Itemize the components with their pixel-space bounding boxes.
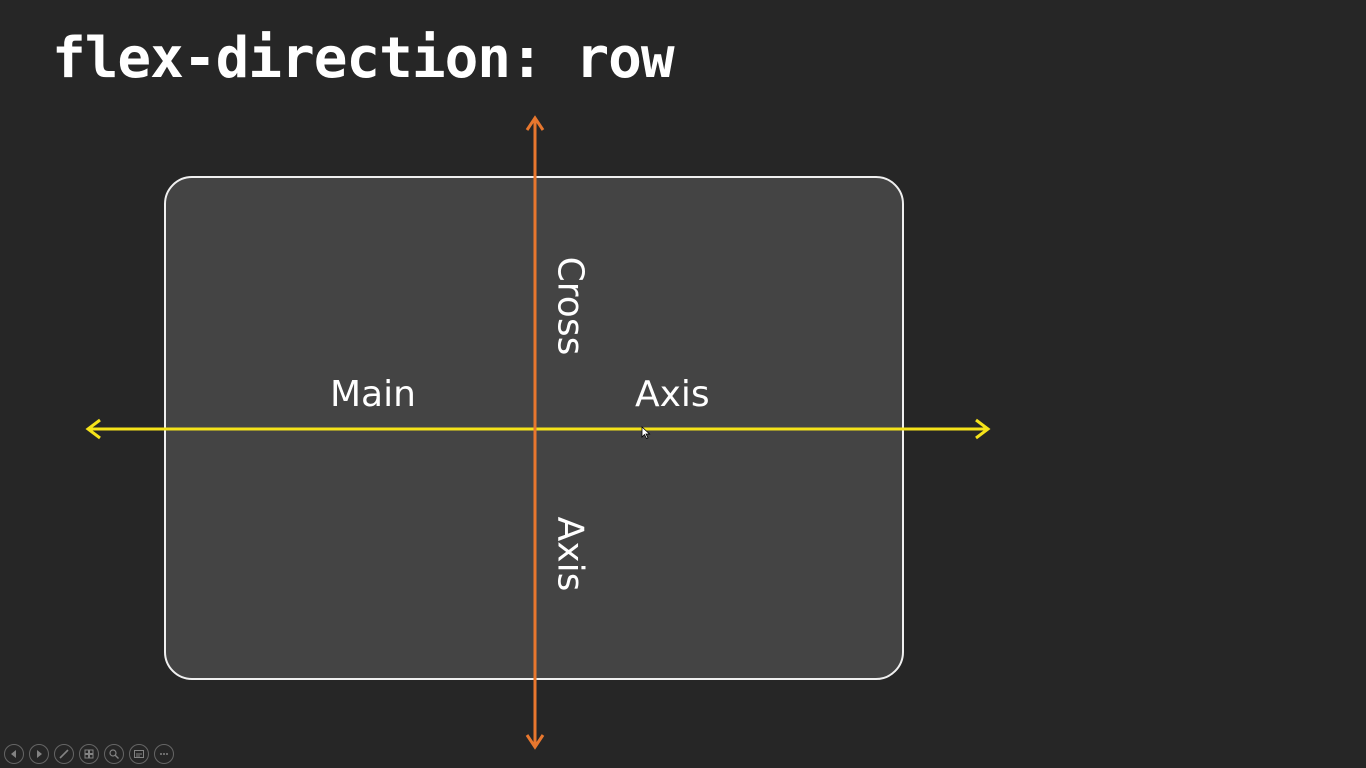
zoom-button[interactable] bbox=[104, 744, 124, 764]
mouse-pointer-icon bbox=[641, 426, 651, 440]
cross-axis-label-top: Cross bbox=[549, 256, 591, 356]
next-arrow-icon bbox=[37, 750, 42, 758]
pen-icon bbox=[59, 749, 69, 759]
slide-title: flex-direction: row bbox=[52, 26, 675, 91]
presenter-toolbar bbox=[4, 744, 174, 764]
cross-axis-arrow bbox=[525, 115, 545, 750]
more-options-icon bbox=[160, 753, 168, 755]
main-axis-arrow bbox=[85, 418, 991, 440]
next-slide-button[interactable] bbox=[29, 744, 49, 764]
previous-slide-button[interactable] bbox=[4, 744, 24, 764]
more-options-button[interactable] bbox=[154, 744, 174, 764]
main-axis-label-left: Main bbox=[330, 374, 416, 415]
previous-arrow-icon bbox=[11, 750, 16, 758]
subtitles-icon bbox=[134, 750, 144, 758]
zoom-icon bbox=[109, 749, 119, 759]
cross-axis-label-bottom: Axis bbox=[549, 516, 591, 592]
see-all-slides-button[interactable] bbox=[79, 744, 99, 764]
see-all-slides-icon bbox=[84, 749, 94, 759]
pen-tool-button[interactable] bbox=[54, 744, 74, 764]
subtitles-button[interactable] bbox=[129, 744, 149, 764]
main-axis-label-right: Axis bbox=[635, 374, 710, 415]
